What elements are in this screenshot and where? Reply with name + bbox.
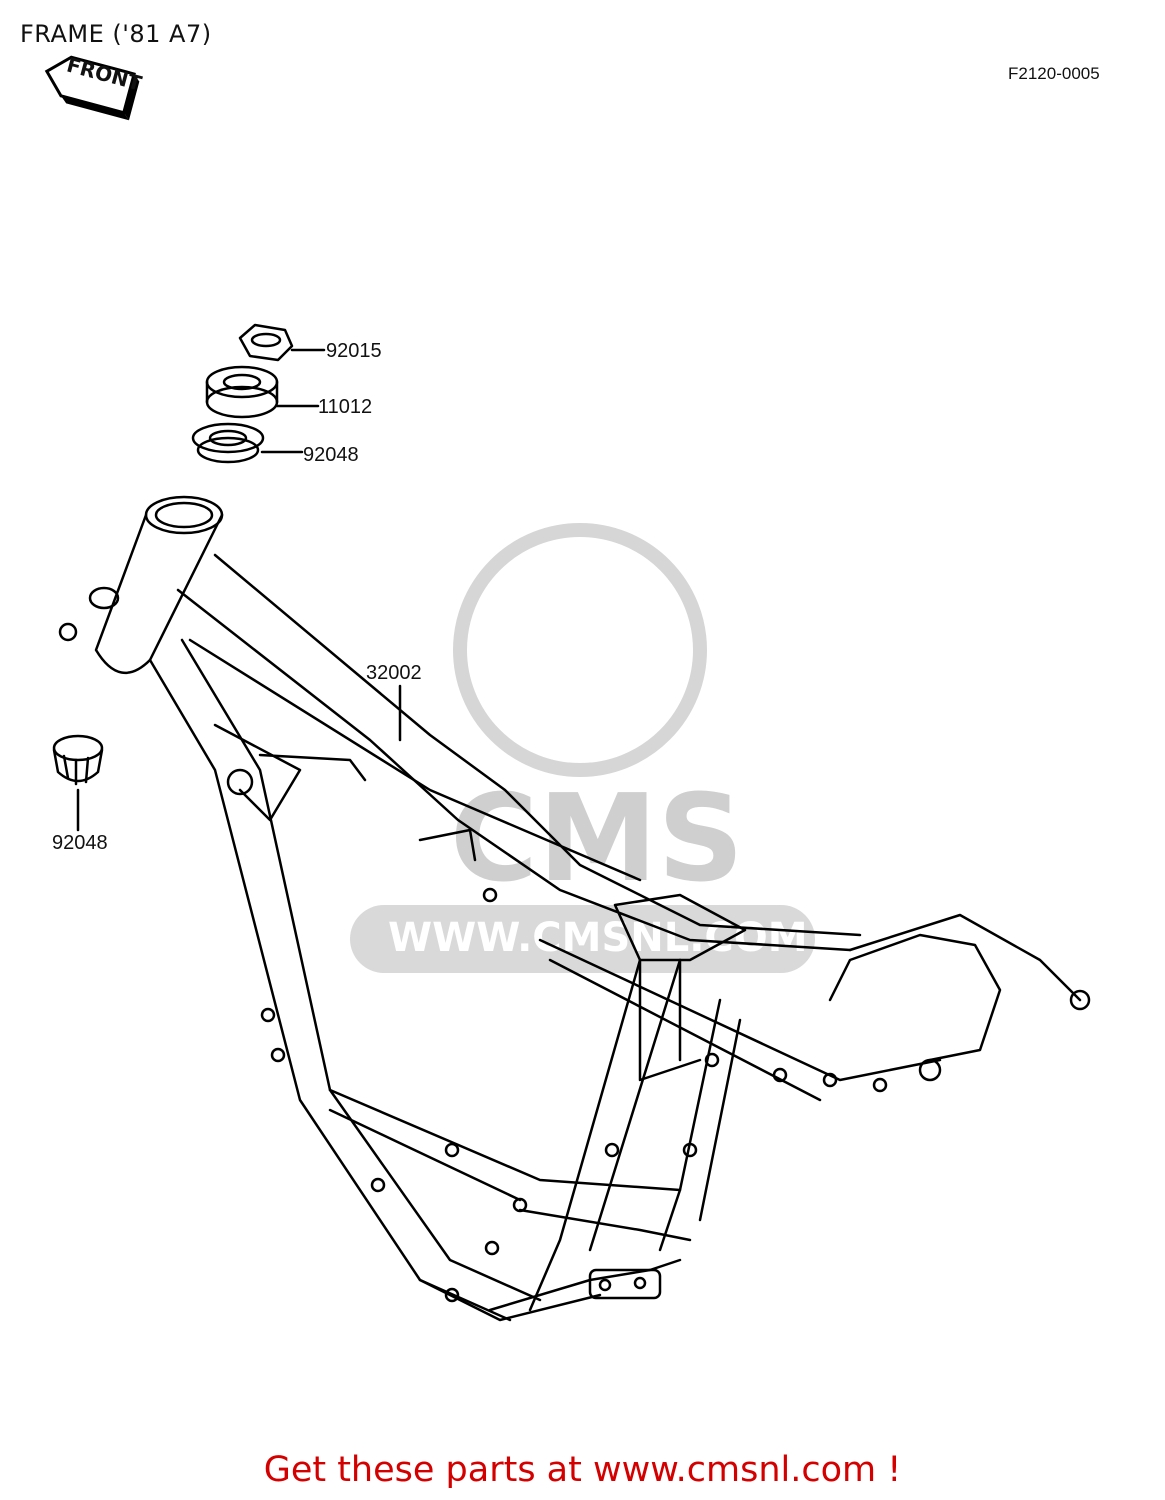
- callout-92048-top[interactable]: 92048: [303, 444, 359, 466]
- part-92048-seal-left: [52, 734, 104, 786]
- part-11012-bearing: [205, 365, 279, 419]
- watermark-url: WWW.CMSNL.COM: [388, 915, 808, 961]
- diagram-code: F2120-0005: [1008, 64, 1100, 83]
- callout-92048-left[interactable]: 92048: [52, 832, 108, 854]
- callout-32002[interactable]: 32002: [366, 662, 422, 684]
- callout-11012[interactable]: 11012: [318, 396, 373, 418]
- part-92048-seal-top: [191, 422, 265, 464]
- watermark-brand: CMS: [450, 770, 744, 909]
- callout-92015[interactable]: 92015: [326, 340, 382, 362]
- footer-promo-link[interactable]: Get these parts at www.cmsnl.com !: [263, 1450, 902, 1490]
- part-92015-nut: [238, 323, 294, 362]
- page-title: FRAME ('81 A7): [20, 20, 212, 48]
